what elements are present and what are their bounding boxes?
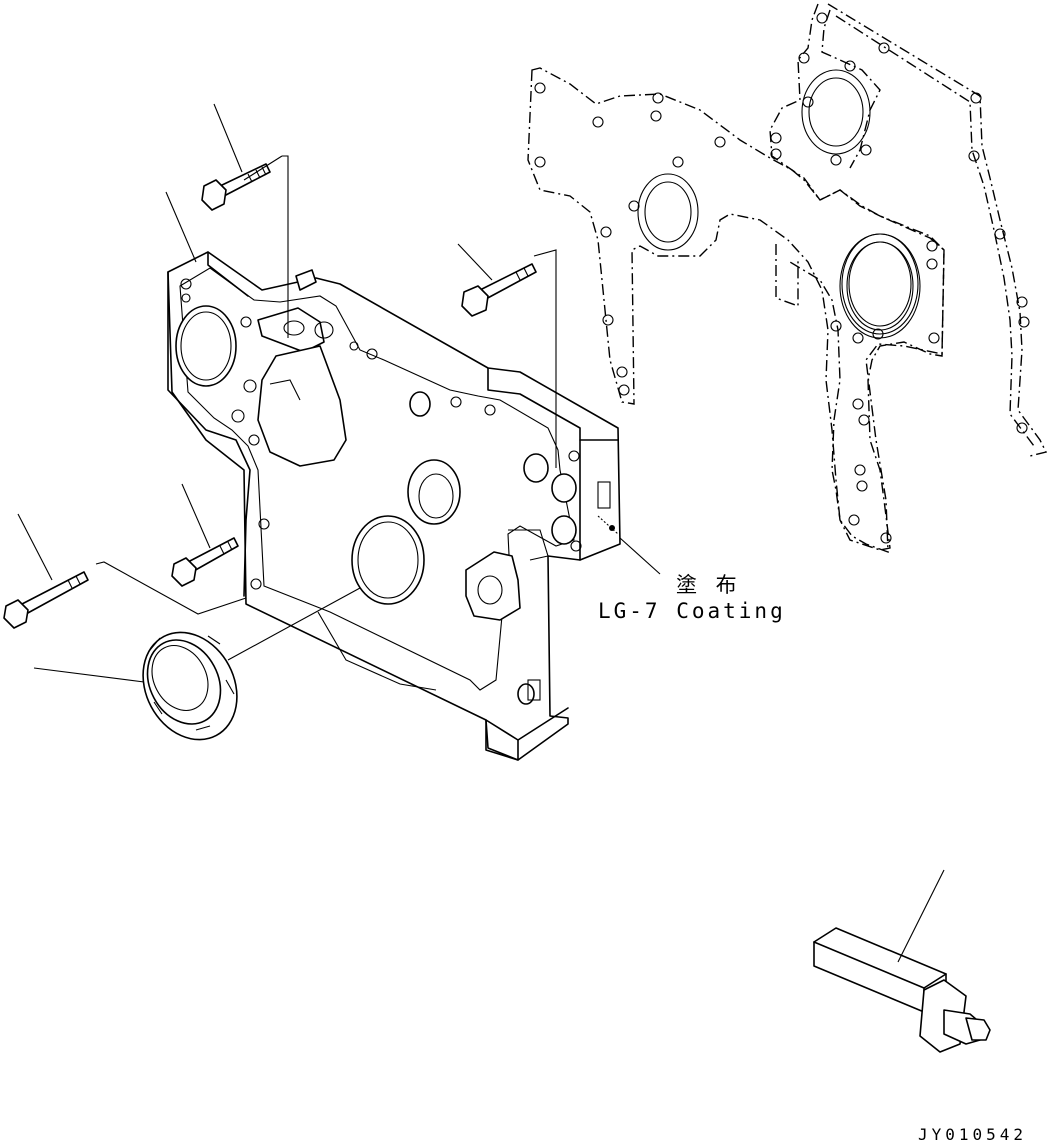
cover-bolt-holes: [180, 278, 582, 590]
coating-label-en: LG-7 Coating: [598, 599, 786, 623]
front-gasket: [527, 67, 945, 554]
bolt-mid-left: [171, 537, 239, 587]
coating-label-jp: 塗 布: [676, 573, 740, 597]
front-gasket-bolt-holes: [534, 82, 892, 544]
leader-lines: [17, 103, 945, 963]
oil-seal: [142, 631, 238, 741]
rear-gasket-bolt-holes: [770, 12, 1030, 526]
bolt-long-left: [3, 571, 89, 629]
front-cover: [167, 251, 621, 761]
rear-gasket: [769, 3, 1048, 551]
bolt-top-mid: [461, 263, 537, 317]
document-id: JY010542: [918, 1125, 1027, 1144]
bolt-top-left: [201, 163, 271, 211]
cover-bosses: [409, 391, 577, 705]
installer-tool: [813, 927, 991, 1053]
